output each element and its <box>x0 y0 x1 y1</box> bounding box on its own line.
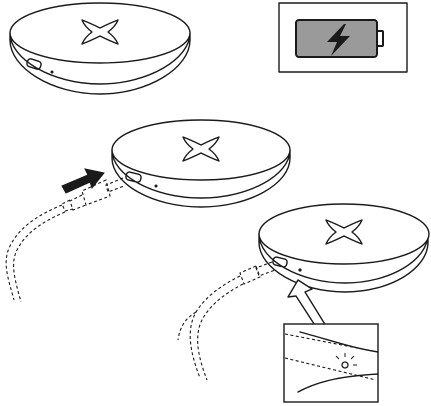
status-light-step <box>178 204 429 402</box>
charger-pad-top <box>10 3 190 94</box>
battery-indicator-panel <box>279 3 407 72</box>
plug-in-step <box>6 120 290 302</box>
usb-c-cable <box>6 178 124 302</box>
led-detail-inset <box>284 324 378 402</box>
insert-arrow-icon <box>62 169 104 193</box>
usb-c-cable <box>178 262 275 380</box>
